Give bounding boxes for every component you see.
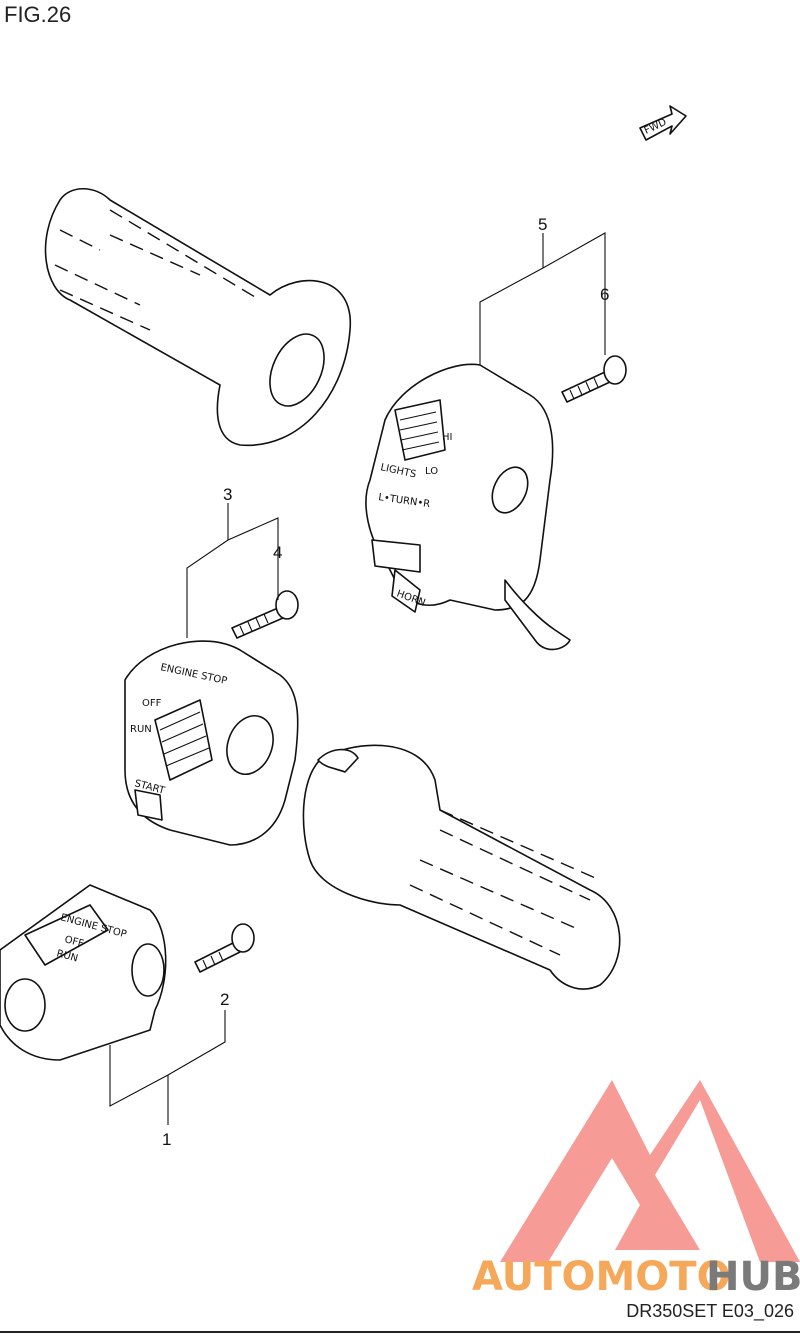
label-run-small: RUN [55,948,79,964]
watermark-text-hub: HUB [706,1254,800,1300]
watermark-text-automoto: AUTOMOTO [472,1254,731,1300]
callout-3: 3 [223,485,232,504]
figure-code: DR350SET E03_026 [626,1301,794,1321]
fwd-arrow-icon: FWD [639,105,687,141]
small-switch-housing: ENGINE STOP OFF RUN [0,884,167,1061]
figure-title: FIG.26 [4,2,72,27]
left-switch-housing: HI LO LIGHTS L•TURN•R HORN [365,363,571,651]
screw-4 [231,590,299,639]
left-grip [44,188,351,447]
right-grip [302,744,621,990]
label-lo: LO [425,466,438,477]
callout-4: 4 [273,543,282,562]
callout-1: 1 [162,1130,171,1149]
callout-6: 6 [600,285,609,304]
label-hi: HI [442,432,452,443]
label-off: OFF [142,698,162,709]
label-off-small: OFF [63,934,85,950]
screw-2 [194,923,255,973]
callout-2: 2 [220,990,229,1009]
callout-5: 5 [538,215,547,234]
screw-6 [561,355,627,403]
label-run: RUN [130,724,152,735]
watermark-triangle-icon [500,1080,800,1262]
leader-lines [109,232,606,1125]
right-switch-housing: ENGINE STOP OFF RUN START [124,640,299,846]
bottom-rule [0,1331,800,1333]
watermark-logo [500,1080,800,1262]
